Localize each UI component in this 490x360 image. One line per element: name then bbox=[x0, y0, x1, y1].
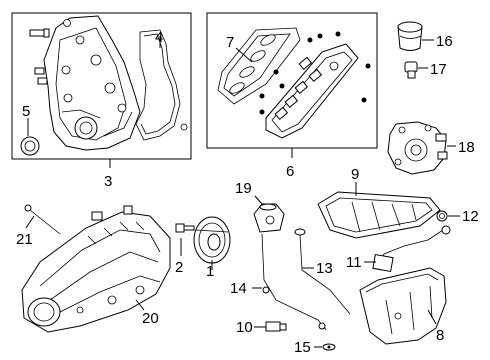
oil-cap-sensor-part bbox=[253, 203, 285, 233]
callout-19: 19 bbox=[235, 180, 252, 197]
crankshaft-pulley-part bbox=[193, 216, 231, 264]
callout-9: 9 bbox=[351, 166, 359, 183]
oil-sensor-part bbox=[265, 321, 287, 332]
callout-14: 14 bbox=[230, 280, 247, 297]
water-pump-part bbox=[387, 121, 448, 175]
bolt-part bbox=[29, 28, 50, 38]
oil-pickup-part bbox=[372, 225, 451, 273]
callout-1: 1 bbox=[206, 263, 214, 280]
valve-cover-group bbox=[206, 12, 378, 158]
o-ring-part bbox=[436, 210, 448, 222]
stud-part bbox=[24, 204, 61, 235]
drain-plug-part bbox=[322, 343, 336, 351]
callout-18: 18 bbox=[458, 139, 475, 156]
valve-cover-bolts bbox=[259, 31, 371, 115]
callout-17: 17 bbox=[430, 61, 447, 78]
callout-15: 15 bbox=[294, 339, 311, 356]
callout-labels: 1 2 3 4 5 6 7 8 9 10 11 12 13 14 15 16 1… bbox=[16, 29, 479, 356]
callout-11: 11 bbox=[346, 254, 362, 271]
callout-21: 21 bbox=[16, 231, 33, 248]
valve-cover-gasket-part bbox=[217, 27, 301, 105]
dipstick-part bbox=[294, 228, 351, 315]
callout-6: 6 bbox=[286, 163, 294, 180]
callout-5: 5 bbox=[22, 103, 30, 120]
crank-seal-part bbox=[20, 136, 40, 156]
callout-8: 8 bbox=[436, 327, 444, 344]
callout-20: 20 bbox=[142, 310, 159, 327]
oil-pan-gasket-part bbox=[317, 191, 441, 239]
oil-pan-part bbox=[359, 267, 447, 345]
callout-2: 2 bbox=[175, 259, 183, 276]
cover-gasket-part bbox=[135, 29, 188, 141]
valve-cover-part bbox=[265, 43, 359, 139]
pulley-bolt-part bbox=[175, 223, 195, 233]
callout-3: 3 bbox=[104, 173, 112, 190]
oil-filler-cap-part bbox=[397, 21, 423, 51]
breather-valve-part bbox=[404, 61, 418, 79]
timing-cover-part bbox=[43, 15, 141, 151]
dipstick-tube-part bbox=[261, 233, 327, 331]
callout-7: 7 bbox=[226, 34, 234, 51]
group-box-3 bbox=[11, 12, 192, 160]
callout-16: 16 bbox=[436, 33, 453, 50]
callout-4: 4 bbox=[155, 29, 163, 46]
callout-10: 10 bbox=[236, 319, 253, 336]
callout-12: 12 bbox=[462, 208, 479, 225]
intake-manifold-part bbox=[21, 205, 171, 333]
callout-13: 13 bbox=[316, 260, 333, 277]
timing-cover-group bbox=[11, 12, 192, 168]
